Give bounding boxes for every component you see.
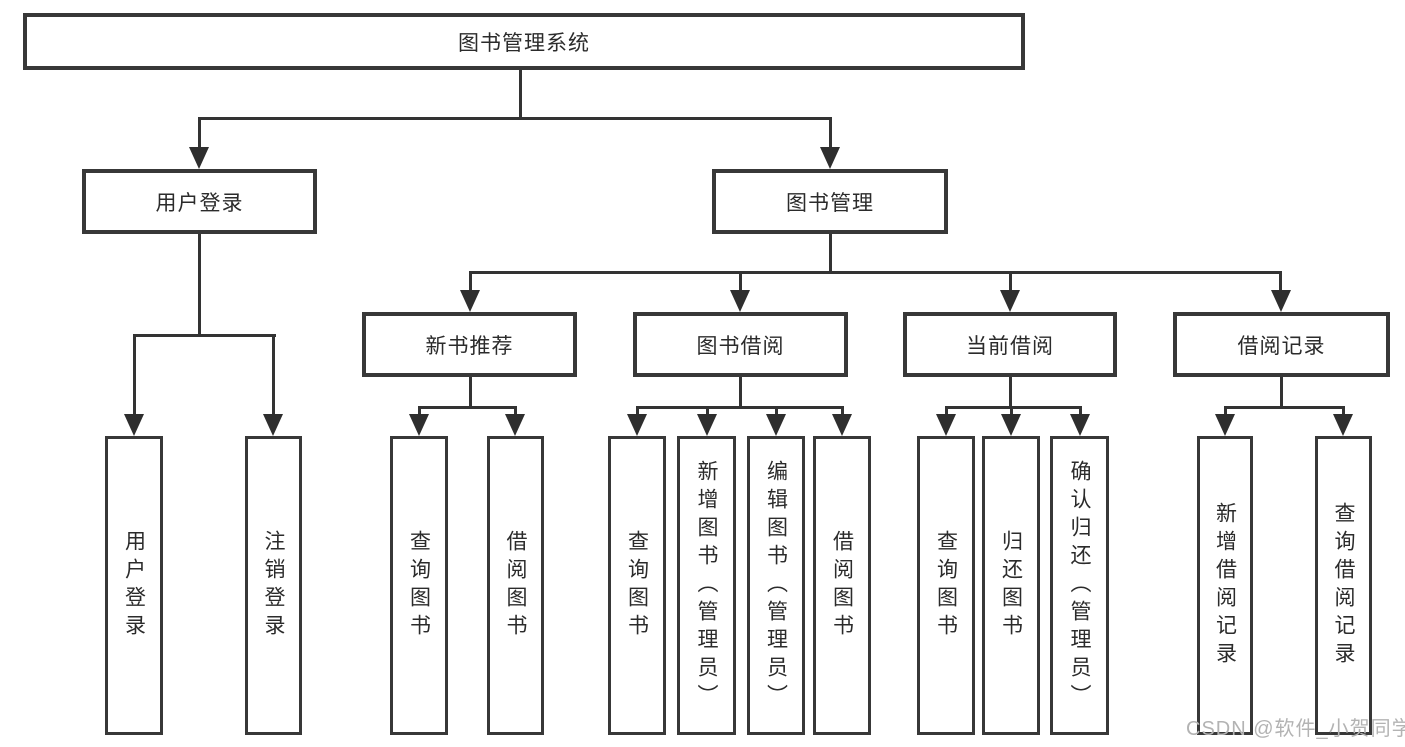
node-label: 新书推荐 (425, 334, 514, 358)
connector-drop (1224, 406, 1227, 418)
connector-drop (706, 406, 709, 418)
connector-drop (1279, 271, 1282, 293)
node-label: 图书借阅 (696, 334, 785, 358)
leaf-add-book-admin: 新增图书（管理员） (677, 436, 736, 735)
arrowhead-icon (730, 290, 750, 312)
node-new-book-recommend: 新书推荐 (362, 312, 577, 377)
node-book-management: 图书管理 (712, 169, 948, 234)
connector-stem (469, 377, 472, 408)
leaf-confirm-return-admin: 确认归还（管理员） (1050, 436, 1109, 735)
arrowhead-icon (1070, 414, 1090, 436)
arrowhead-icon (1333, 414, 1353, 436)
leaf-borrow-books-recommend: 借阅图书 (487, 436, 544, 735)
node-label: 图书管理系统 (458, 31, 590, 55)
connector-userlogin-split (133, 334, 276, 337)
node-label: 查询图书 (934, 529, 958, 642)
node-label: 归还图书 (999, 529, 1023, 642)
connector-drop (1009, 271, 1012, 293)
node-label: 注销登录 (262, 529, 285, 642)
leaf-return-book: 归还图书 (982, 436, 1040, 735)
connector-split (418, 406, 517, 409)
node-label: 借阅记录 (1237, 334, 1326, 358)
node-book-borrow: 图书借阅 (633, 312, 848, 377)
leaf-user-login: 用户登录 (105, 436, 163, 735)
connector-drop (418, 406, 421, 418)
connector-drop (1010, 406, 1013, 418)
leaf-logout: 注销登录 (245, 436, 302, 735)
node-root-system: 图书管理系统 (23, 13, 1025, 70)
node-label: 借阅图书 (504, 529, 527, 642)
connector-split (1224, 406, 1345, 409)
node-label: 用户登录 (155, 191, 244, 215)
connector-stem (1280, 377, 1283, 408)
node-label: 编辑图书（管理员） (764, 459, 788, 712)
node-label: 图书管理 (786, 191, 874, 215)
node-label: 当前借阅 (966, 334, 1054, 358)
connector-root-split (198, 117, 832, 120)
connector-bookmgmt-stem (829, 234, 832, 273)
connector-drop (636, 406, 639, 418)
arrowhead-icon (697, 414, 717, 436)
node-label: 确认归还（管理员） (1068, 459, 1091, 712)
leaf-query-books-recommend: 查询图书 (390, 436, 448, 735)
leaf-query-books-current: 查询图书 (917, 436, 975, 735)
arrowhead-icon (1001, 414, 1021, 436)
arrowhead-icon (820, 147, 840, 169)
connector-drop (514, 406, 517, 418)
arrowhead-icon (766, 414, 786, 436)
arrowhead-icon (832, 414, 852, 436)
connector-drop (841, 406, 844, 418)
connector-drop (775, 406, 778, 418)
connector-bookmgmt-split (469, 271, 1282, 274)
arrowhead-icon (1000, 290, 1020, 312)
leaf-edit-book-admin: 编辑图书（管理员） (747, 436, 805, 735)
arrowhead-icon (409, 414, 429, 436)
connector-drop (469, 271, 472, 293)
leaf-add-borrow-record: 新增借阅记录 (1197, 436, 1253, 735)
node-current-borrow: 当前借阅 (903, 312, 1117, 377)
connector-drop-user-login (198, 117, 201, 150)
node-label: 用户登录 (122, 529, 146, 642)
connector-drop (945, 406, 948, 418)
node-label: 新增图书（管理员） (695, 459, 718, 712)
connector-drop-book-mgmt (829, 117, 832, 150)
connector-userlogin-stem (198, 233, 201, 336)
arrowhead-icon (936, 414, 956, 436)
connector-split (636, 406, 843, 409)
arrowhead-icon (1271, 290, 1291, 312)
leaf-query-books-borrow: 查询图书 (608, 436, 666, 735)
node-label: 查询图书 (407, 529, 431, 642)
connector-drop (1079, 406, 1082, 418)
watermark: CSDN @软件_小贺同学 (1186, 718, 1405, 740)
node-borrow-records: 借阅记录 (1173, 312, 1390, 377)
arrowhead-icon (505, 414, 525, 436)
connector-drop (272, 334, 275, 418)
arrowhead-icon (189, 147, 209, 169)
connector-stem (1009, 377, 1012, 408)
arrowhead-icon (1215, 414, 1235, 436)
node-label: 查询借阅记录 (1332, 501, 1355, 670)
leaf-query-borrow-record: 查询借阅记录 (1315, 436, 1372, 735)
leaf-borrow-books: 借阅图书 (813, 436, 871, 735)
connector-drop (1342, 406, 1345, 418)
arrowhead-icon (263, 414, 283, 436)
connector-root-stem (519, 70, 522, 120)
connector-drop (133, 334, 136, 418)
node-label: 查询图书 (625, 529, 649, 642)
connector-split (945, 406, 1081, 409)
node-user-login: 用户登录 (82, 169, 317, 234)
connector-stem (739, 377, 742, 408)
node-label: 新增借阅记录 (1213, 501, 1237, 670)
node-label: 借阅图书 (830, 529, 854, 642)
connector-drop (739, 271, 742, 293)
arrowhead-icon (627, 414, 647, 436)
arrowhead-icon (124, 414, 144, 436)
arrowhead-icon (460, 290, 480, 312)
